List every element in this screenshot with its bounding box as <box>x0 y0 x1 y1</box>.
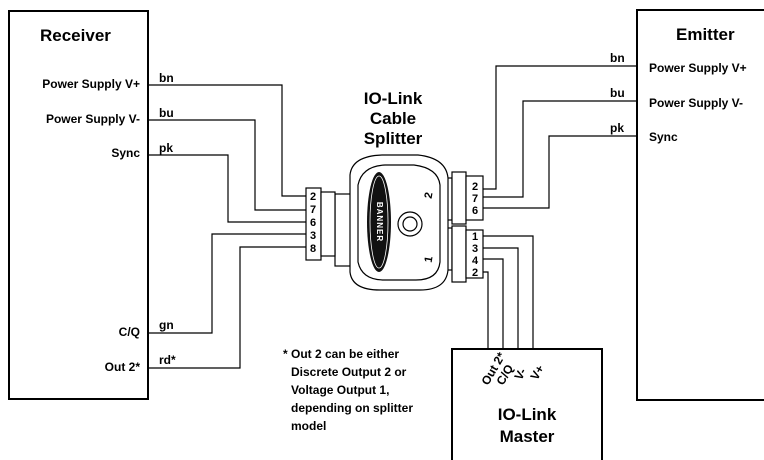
wire-label-bu-receiver: bu <box>159 106 174 120</box>
receiver-wires <box>148 84 306 369</box>
splitter-housing <box>349 154 449 291</box>
footnote-line-4: depending on splitter <box>291 401 413 415</box>
wire-gn-receiver <box>148 233 306 334</box>
splitter-screw-outer <box>397 211 423 237</box>
footnote-line-2: Discrete Output 2 or <box>291 365 407 379</box>
connector-left-pin-2: 7 <box>310 204 316 216</box>
splitter-left-collar <box>334 193 352 267</box>
emitter-label-v-plus: Power Supply V+ <box>649 61 747 75</box>
wire-label-pk-emitter: pk <box>610 121 624 135</box>
receiver-label-v-minus: Power Supply V- <box>46 112 140 126</box>
splitter-title-line-3: Splitter <box>364 129 423 148</box>
wire-label-pk-receiver: pk <box>159 141 173 155</box>
emitter-wires <box>483 65 637 209</box>
footnote-line-3: Voltage Output 1, <box>291 383 389 397</box>
footnote-line-5: model <box>291 419 326 433</box>
master-wires <box>483 235 534 349</box>
emitter-label-v-minus: Power Supply V- <box>649 96 743 110</box>
master-box <box>451 348 603 460</box>
splitter-brand-badge <box>367 172 391 272</box>
splitter-body: BANNER 2 1 <box>334 154 453 291</box>
wire-label-bn-emitter: bn <box>610 51 625 65</box>
splitter-brand-text: BANNER <box>375 202 384 242</box>
receiver-label-cq: C/Q <box>119 325 140 339</box>
wire-bn-emitter <box>483 65 637 190</box>
wire-master-pin3 <box>483 247 519 349</box>
splitter-title-line-1: IO-Link <box>364 89 423 108</box>
connector-right-top-pin-1: 2 <box>472 181 478 193</box>
receiver-label-out2: Out 2* <box>105 360 141 374</box>
splitter-port-label-2: 2 <box>423 191 436 199</box>
connector-right-top <box>465 175 484 221</box>
wire-master-pin2 <box>483 271 489 349</box>
wire-bu-receiver <box>148 119 306 211</box>
splitter-port-label-1: 1 <box>423 255 436 263</box>
connector-right-bottom-neck <box>451 225 467 283</box>
master-pin-label-v-plus: V+ <box>527 362 547 382</box>
splitter-title-line-2: Cable <box>370 109 416 128</box>
master-title-line-2: Master <box>500 427 555 446</box>
connector-right-top-pin-3: 6 <box>472 205 478 217</box>
connector-right-bottom-pin-4: 2 <box>472 267 478 279</box>
emitter-title: Emitter <box>676 25 735 44</box>
connector-left-pin-4: 3 <box>310 230 316 242</box>
splitter-housing-inner <box>357 164 441 281</box>
connector-right-bottom-pin-2: 3 <box>472 243 478 255</box>
connector-right-top-neck <box>451 171 467 225</box>
wire-pk-receiver <box>148 154 306 223</box>
connector-right-bottom <box>465 229 484 279</box>
footnote-line-1: * Out 2 can be either <box>283 347 399 361</box>
master-title-line-1: IO-Link <box>498 405 557 424</box>
wire-master-pin4 <box>483 258 504 349</box>
wire-bu-emitter <box>483 100 637 198</box>
splitter-screw-inner <box>402 216 418 232</box>
wire-label-bn-receiver: bn <box>159 71 174 85</box>
connector-right-top-pin-2: 7 <box>472 193 478 205</box>
receiver-title: Receiver <box>40 26 111 45</box>
receiver-box <box>8 10 149 400</box>
emitter-box <box>636 9 764 401</box>
emitter-label-sync: Sync <box>649 130 678 144</box>
connector-left-pin-3: 6 <box>310 217 316 229</box>
wire-rd-receiver <box>148 246 306 369</box>
connector-left-pin-1: 2 <box>310 191 316 203</box>
receiver-label-v-plus: Power Supply V+ <box>42 77 140 91</box>
wire-pk-emitter <box>483 135 637 209</box>
wire-label-bu-emitter: bu <box>610 86 625 100</box>
wire-label-gn-receiver: gn <box>159 318 174 332</box>
connector-right-bottom-pin-1: 1 <box>472 231 478 243</box>
connector-right-bottom-pin-3: 4 <box>472 255 479 267</box>
connector-left-neck <box>320 191 336 257</box>
wire-label-rd-receiver: rd* <box>159 353 176 367</box>
wire-master-pin1 <box>483 235 534 349</box>
connector-left-pin-5: 8 <box>310 243 316 255</box>
wire-bn-receiver <box>148 84 306 197</box>
receiver-label-sync: Sync <box>111 146 140 160</box>
